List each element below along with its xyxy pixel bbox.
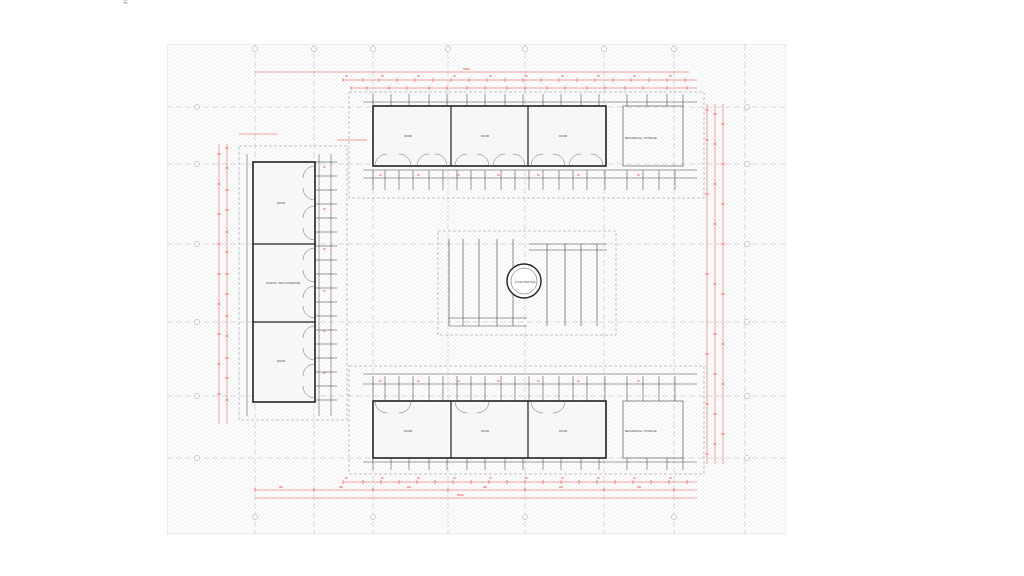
room-label-left-1: ROOM bbox=[277, 201, 285, 205]
dimension-ticks bbox=[217, 78, 725, 492]
svg-text:00: 00 bbox=[537, 174, 540, 177]
svg-text:00: 00 bbox=[417, 174, 420, 177]
menu-icon[interactable]: ≡ bbox=[123, 0, 128, 7]
svg-text:00: 00 bbox=[637, 174, 640, 177]
svg-text:00: 00 bbox=[323, 208, 326, 211]
room-label-top-1: ROOM bbox=[404, 134, 412, 138]
svg-text:00: 00 bbox=[453, 477, 456, 480]
svg-text:00: 00 bbox=[561, 75, 564, 78]
svg-text:00: 00 bbox=[417, 75, 420, 78]
room-label-left-2: SCHOOL / MULTI-PURPOSE bbox=[266, 281, 300, 285]
room-label-bottom-2: ROOM bbox=[481, 429, 489, 433]
room-label-top-3: ROOM bbox=[559, 134, 567, 138]
grid-bubbles bbox=[194, 46, 750, 520]
svg-text:00000: 00000 bbox=[463, 68, 470, 71]
dimension-chains bbox=[218, 71, 724, 499]
svg-text:00: 00 bbox=[597, 477, 600, 480]
room-label-bottom-3: ROOM bbox=[559, 429, 567, 433]
room-label-top-2: ROOM bbox=[481, 134, 489, 138]
svg-text:00: 00 bbox=[381, 477, 384, 480]
svg-text:00: 00 bbox=[457, 380, 460, 383]
svg-text:00: 00 bbox=[669, 477, 672, 480]
room-label-central: PLAZA CENTRAL bbox=[515, 280, 536, 284]
svg-text:00000: 00000 bbox=[457, 494, 464, 497]
room-label-left-3: ROOM bbox=[277, 359, 285, 363]
svg-text:00: 00 bbox=[489, 75, 492, 78]
svg-text:00: 00 bbox=[497, 380, 500, 383]
svg-text:00: 00 bbox=[345, 75, 348, 78]
svg-text:000: 000 bbox=[339, 486, 344, 489]
svg-text:00: 00 bbox=[417, 380, 420, 383]
svg-text:00: 00 bbox=[323, 290, 326, 293]
bottom-wing: 00 00 00 00 00 00 00 bbox=[348, 365, 705, 475]
svg-text:00: 00 bbox=[497, 174, 500, 177]
svg-text:00: 00 bbox=[597, 75, 600, 78]
left-wing: 00 00 00 00 00 00 bbox=[238, 145, 348, 421]
svg-text:00: 00 bbox=[381, 75, 384, 78]
svg-text:00: 00 bbox=[669, 75, 672, 78]
svg-text:00: 00 bbox=[417, 477, 420, 480]
svg-text:00: 00 bbox=[379, 380, 382, 383]
svg-text:000: 000 bbox=[483, 486, 488, 489]
svg-text:00: 00 bbox=[457, 174, 460, 177]
svg-text:00: 00 bbox=[537, 380, 540, 383]
svg-text:00: 00 bbox=[577, 174, 580, 177]
svg-text:00: 00 bbox=[633, 75, 636, 78]
svg-text:000: 000 bbox=[637, 486, 642, 489]
svg-text:00: 00 bbox=[561, 477, 564, 480]
svg-text:000: 000 bbox=[279, 486, 284, 489]
svg-text:00: 00 bbox=[637, 380, 640, 383]
svg-text:00: 00 bbox=[379, 174, 382, 177]
svg-text:00: 00 bbox=[525, 477, 528, 480]
svg-text:00: 00 bbox=[453, 75, 456, 78]
svg-text:00: 00 bbox=[345, 477, 348, 480]
top-wing: 00 00 00 00 00 00 00 bbox=[348, 91, 705, 199]
svg-text:00: 00 bbox=[323, 248, 326, 251]
room-label-bottom-service: MECHANICAL / STORAGE bbox=[625, 429, 657, 433]
svg-text:00: 00 bbox=[577, 380, 580, 383]
room-label-top-service: MECHANICAL / STORAGE bbox=[625, 136, 657, 140]
room-label-bottom-1: ROOM bbox=[404, 429, 412, 433]
svg-text:00: 00 bbox=[323, 166, 326, 169]
svg-text:00: 00 bbox=[525, 75, 528, 78]
svg-text:00: 00 bbox=[323, 372, 326, 375]
svg-text:00: 00 bbox=[323, 330, 326, 333]
svg-text:00: 00 bbox=[633, 477, 636, 480]
svg-text:00: 00 bbox=[489, 477, 492, 480]
svg-text:000: 000 bbox=[559, 486, 564, 489]
central-pavilion bbox=[437, 230, 617, 336]
svg-text:000: 000 bbox=[407, 486, 412, 489]
